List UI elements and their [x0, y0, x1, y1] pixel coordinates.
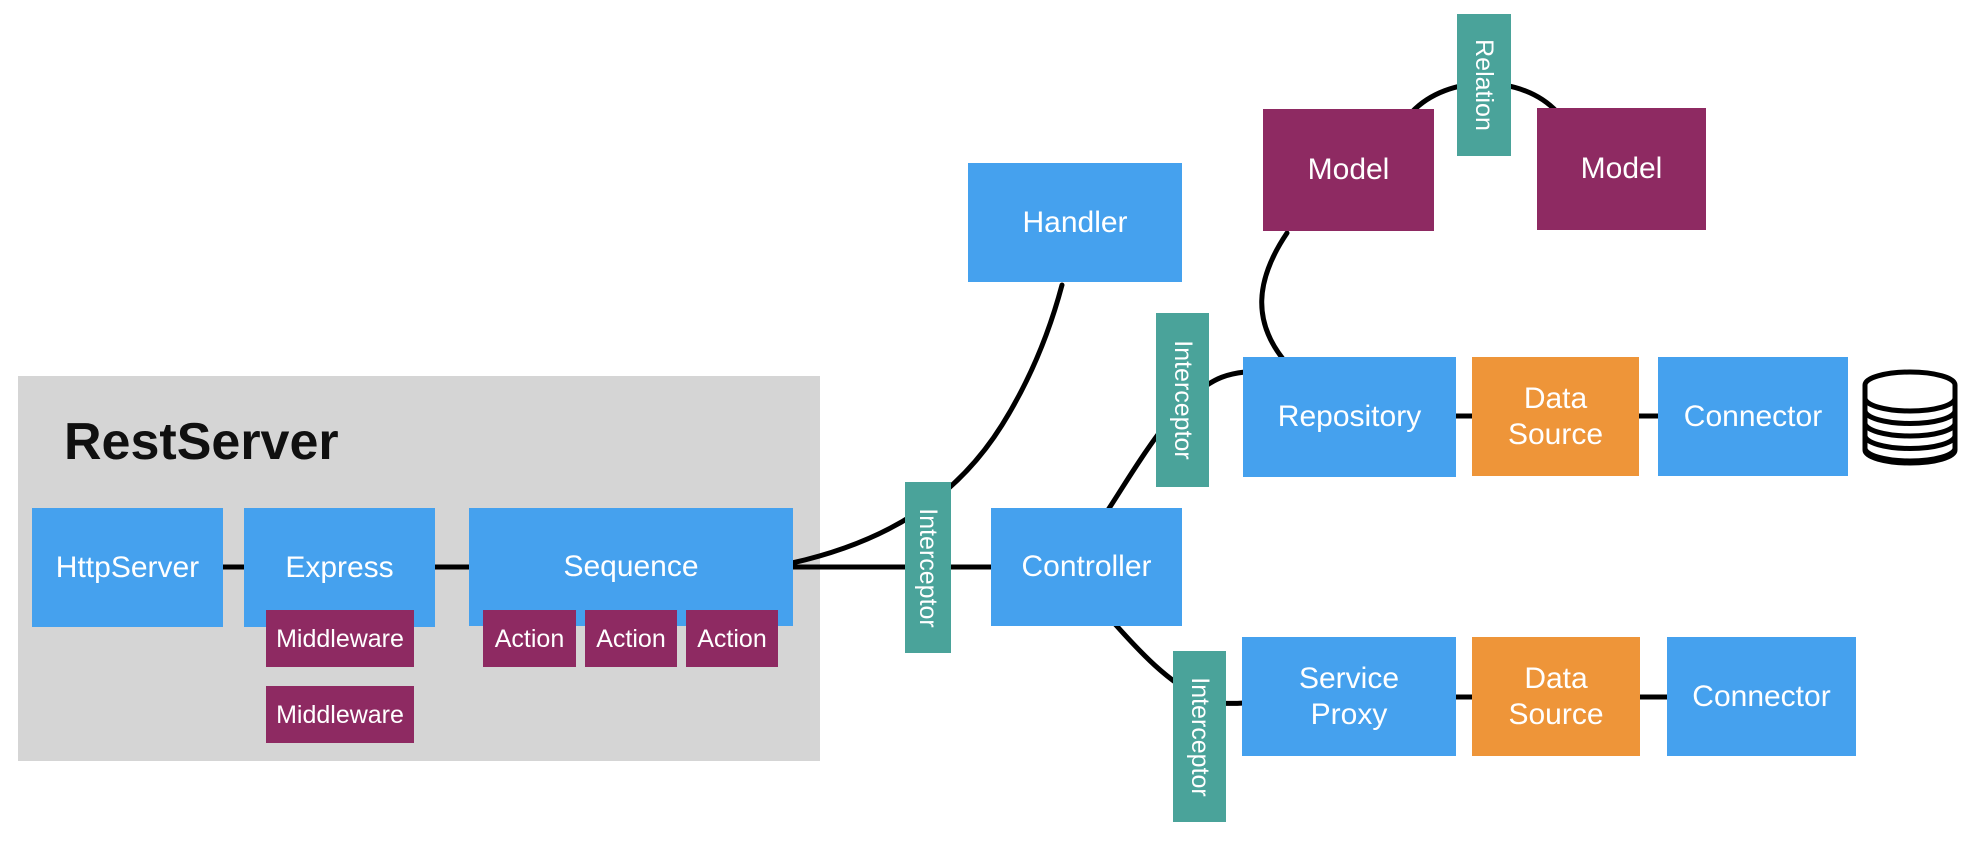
- node-model-right: Model: [1537, 108, 1706, 230]
- node-handler: Handler: [968, 163, 1182, 282]
- node-controller: Controller: [991, 508, 1182, 626]
- node-sequence: Sequence: [469, 508, 793, 626]
- node-middleware-2: Middleware: [266, 686, 414, 743]
- node-data-source-bottom: Data Source: [1472, 637, 1640, 756]
- node-action-1-label: Action: [494, 624, 565, 653]
- node-middleware-2-label: Middleware: [276, 700, 404, 729]
- node-interceptor-bottom-label: Interceptor: [1185, 676, 1214, 797]
- node-relation-label: Relation: [1470, 39, 1499, 131]
- node-handler-label: Handler: [1022, 205, 1128, 239]
- node-service-proxy: Service Proxy: [1242, 637, 1456, 756]
- node-http-server: HttpServer: [32, 508, 223, 627]
- node-http-server-label: HttpServer: [55, 550, 200, 584]
- node-action-3-label: Action: [697, 624, 767, 653]
- node-model-left-label: Model: [1307, 153, 1390, 186]
- rest-server-group-title: RestServer: [64, 413, 339, 471]
- node-data-source-bottom-label: Data Source: [1508, 661, 1604, 731]
- node-controller-label: Controller: [1021, 550, 1152, 583]
- node-express: Express: [244, 508, 435, 627]
- edge-sequence-handler: [789, 282, 1065, 566]
- node-interceptor-center-label: Interceptor: [914, 507, 943, 628]
- node-service-proxy-label: Service Proxy: [1298, 661, 1400, 731]
- node-interceptor-center: Interceptor: [905, 482, 951, 653]
- node-model-left: Model: [1263, 109, 1434, 231]
- node-connector-top: Connector: [1658, 357, 1848, 476]
- node-data-source-top: Data Source: [1472, 357, 1639, 476]
- node-express-label: Express: [285, 550, 394, 584]
- node-connector-bottom-label: Connector: [1692, 679, 1831, 713]
- node-middleware-1: Middleware: [266, 610, 414, 667]
- node-action-3: Action: [686, 610, 778, 667]
- node-action-2: Action: [585, 610, 677, 667]
- database-cylinder-icon: [1862, 369, 1958, 466]
- node-sequence-label: Sequence: [563, 550, 699, 583]
- node-relation: Relation: [1457, 14, 1511, 156]
- node-data-source-top-label: Data Source: [1507, 381, 1604, 451]
- node-interceptor-top-label: Interceptor: [1168, 340, 1197, 460]
- node-action-1: Action: [483, 610, 576, 667]
- node-repository: Repository: [1243, 357, 1456, 477]
- node-interceptor-bottom: Interceptor: [1173, 651, 1226, 822]
- node-connector-bottom: Connector: [1667, 637, 1856, 756]
- node-connector-top-label: Connector: [1683, 399, 1823, 433]
- node-middleware-1-label: Middleware: [276, 624, 404, 653]
- node-interceptor-top: Interceptor: [1156, 313, 1209, 487]
- node-action-2-label: Action: [596, 624, 666, 653]
- edge-model-repository: [1259, 230, 1290, 362]
- node-repository-label: Repository: [1277, 400, 1422, 433]
- node-model-right-label: Model: [1580, 152, 1663, 185]
